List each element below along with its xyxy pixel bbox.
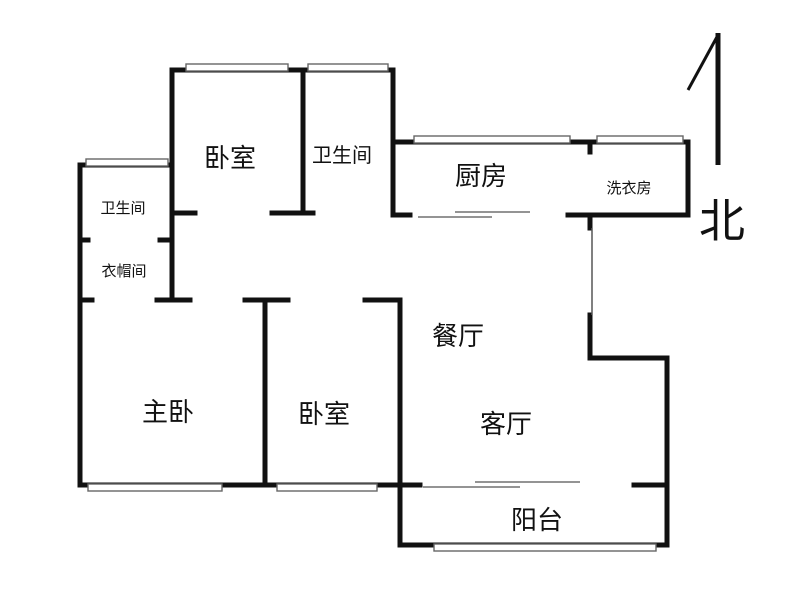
- window-bedroom-top: [185, 63, 289, 72]
- label-closet: 衣帽间: [101, 262, 146, 280]
- label-kitchen: 厨房: [455, 162, 507, 192]
- window-kitchen: [413, 135, 571, 144]
- label-bathroom-top: 卫生间: [312, 143, 372, 167]
- wall-east-mid: [587, 312, 670, 548]
- windows: [85, 63, 684, 552]
- sliding-doors: [418, 211, 580, 488]
- window-balcony: [433, 543, 657, 552]
- label-dining: 餐厅: [432, 322, 484, 352]
- compass-label: 北: [699, 194, 745, 248]
- label-master-bedroom: 主卧: [142, 398, 194, 428]
- label-bedroom-top: 卧室: [204, 144, 256, 174]
- window-master: [87, 483, 223, 492]
- window-bath-top: [307, 63, 389, 72]
- label-balcony: 阳台: [511, 506, 563, 536]
- window-bedroom-mid: [276, 483, 378, 492]
- label-laundry: 洗衣房: [606, 179, 651, 197]
- label-bathroom-left: 卫生间: [100, 199, 145, 217]
- label-living: 客厅: [480, 410, 532, 440]
- label-bedroom-mid: 卧室: [298, 400, 350, 430]
- north-arrow-icon: [686, 33, 721, 165]
- window-bath-left: [85, 158, 169, 167]
- north-arrow-barb: [686, 34, 720, 91]
- window-laundry: [596, 135, 684, 144]
